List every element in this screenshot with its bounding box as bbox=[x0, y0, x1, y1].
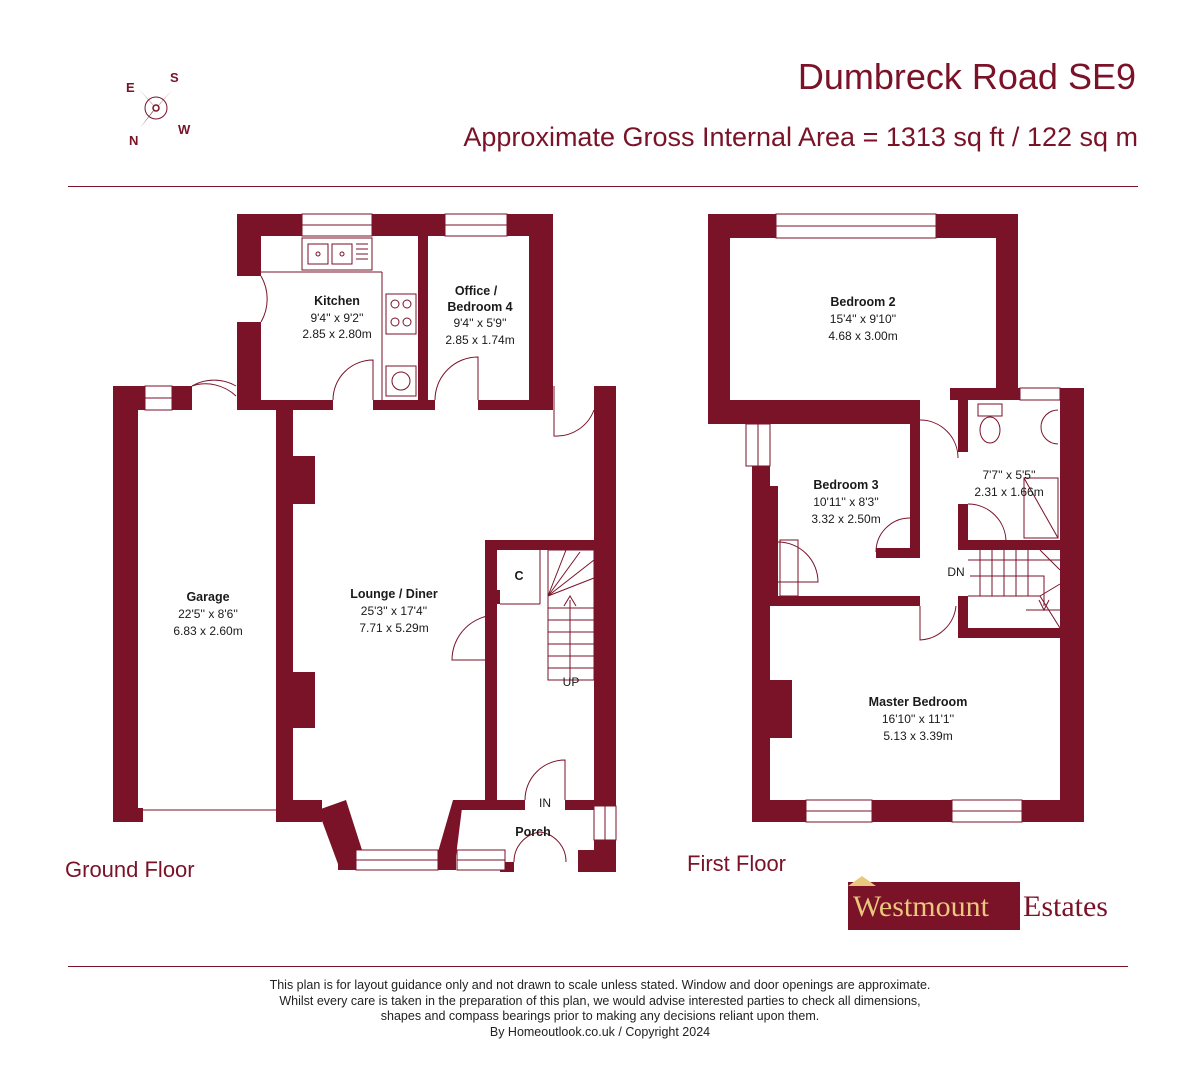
office-imperial: 9'4'' x 5'9'' bbox=[453, 316, 506, 330]
office-name-1: Office / bbox=[455, 284, 498, 298]
bedroom2-name: Bedroom 2 bbox=[830, 295, 895, 309]
bedroom3-name: Bedroom 3 bbox=[813, 478, 878, 492]
disclaimer-line-4: By Homeoutlook.co.uk / Copyright 2024 bbox=[489, 1024, 711, 1039]
office-metric: 2.85 x 1.74m bbox=[445, 333, 514, 347]
kitchen-name: Kitchen bbox=[314, 294, 360, 308]
kitchen-metric: 2.85 x 2.80m bbox=[302, 327, 371, 341]
ground-floor-window-lines bbox=[143, 224, 606, 861]
first-floor-window-lines bbox=[757, 225, 1022, 812]
up-marker: UP bbox=[563, 675, 580, 689]
bedroom2-metric: 4.68 x 3.00m bbox=[828, 329, 897, 343]
first-floor-doors bbox=[777, 419, 1007, 641]
bedroom2-imperial: 15'4'' x 9'10'' bbox=[830, 312, 896, 326]
compass-n: N bbox=[129, 133, 138, 148]
logo-box bbox=[848, 882, 1020, 930]
compass-w: W bbox=[178, 122, 191, 137]
disclaimer: This plan is for layout guidance only an… bbox=[0, 978, 1200, 1040]
porch-label: Porch bbox=[515, 825, 550, 839]
ground-floor-doors bbox=[191, 275, 595, 863]
room-labels: Kitchen 9'4'' x 9'2'' 2.85 x 2.80m Offic… bbox=[173, 284, 1043, 839]
area-subtitle: Approximate Gross Internal Area = 1313 s… bbox=[463, 122, 1138, 152]
in-marker: IN bbox=[539, 796, 551, 810]
kitchen-imperial: 9'4'' x 9'2'' bbox=[310, 311, 363, 325]
kitchen-fittings bbox=[261, 237, 417, 400]
garage-metric: 6.83 x 2.60m bbox=[173, 624, 242, 638]
ground-floor-walls bbox=[113, 214, 616, 872]
header-divider bbox=[68, 186, 1138, 187]
lounge-metric: 7.71 x 5.29m bbox=[359, 621, 428, 635]
first-stairs bbox=[968, 549, 1061, 629]
master-imperial: 16'10'' x 11'1'' bbox=[882, 712, 954, 726]
bathroom-fittings bbox=[977, 403, 1059, 539]
disclaimer-line-3: shapes and compass bearings prior to mak… bbox=[380, 1009, 820, 1023]
disclaimer-line-1: This plan is for layout guidance only an… bbox=[269, 978, 931, 992]
bathroom-imperial: 7'7'' x 5'5'' bbox=[982, 468, 1035, 482]
ground-floor-label: Ground Floor bbox=[65, 857, 195, 882]
footer-divider bbox=[68, 966, 1128, 967]
ground-stairs bbox=[547, 549, 595, 681]
master-name: Master Bedroom bbox=[869, 695, 968, 709]
compass-rose-icon: E S N W bbox=[126, 70, 191, 148]
page-title: Dumbreck Road SE9 bbox=[797, 56, 1136, 97]
compass-e: E bbox=[126, 80, 135, 95]
logo-roof-icon bbox=[848, 876, 876, 886]
garage-imperial: 22'5'' x 8'6'' bbox=[178, 607, 238, 621]
office-name-2: Bedroom 4 bbox=[447, 300, 512, 314]
garage-name: Garage bbox=[186, 590, 229, 604]
compass-s: S bbox=[170, 70, 179, 85]
bedroom3-metric: 3.32 x 2.50m bbox=[811, 512, 880, 526]
cupboard-label: C bbox=[514, 569, 523, 583]
lounge-imperial: 25'3'' x 17'4'' bbox=[361, 604, 427, 618]
master-metric: 5.13 x 3.39m bbox=[883, 729, 952, 743]
logo-suffix: Estates bbox=[1023, 890, 1108, 923]
dn-marker: DN bbox=[947, 565, 964, 579]
first-floor-label: First Floor bbox=[687, 851, 786, 876]
logo-name: Westmount bbox=[853, 890, 989, 923]
lounge-name: Lounge / Diner bbox=[350, 587, 438, 601]
bedroom3-imperial: 10'11'' x 8'3'' bbox=[813, 495, 879, 509]
bathroom-metric: 2.31 x 1.66m bbox=[974, 485, 1043, 499]
disclaimer-line-2: Whilst every care is taken in the prepar… bbox=[279, 993, 921, 1008]
